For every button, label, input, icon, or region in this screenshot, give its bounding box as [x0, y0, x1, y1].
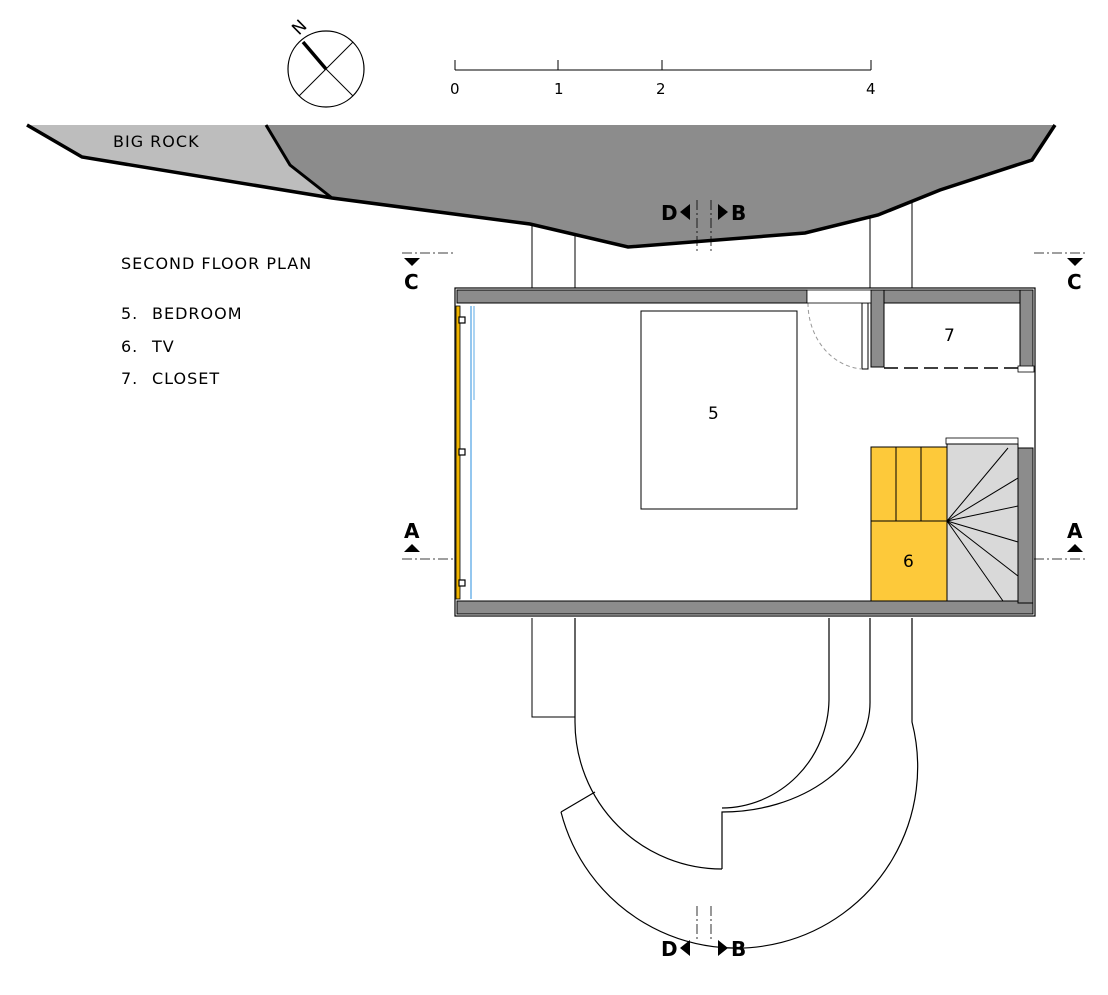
rock-label: BIG ROCK: [113, 132, 200, 151]
ramp-inner-curve: [721, 618, 830, 809]
section-label-d-bottom: D: [661, 937, 678, 961]
stair-wall-right: [1017, 447, 1034, 604]
legend-item-tv: TV: [151, 337, 175, 356]
section-arrow: [718, 940, 728, 956]
north-arrow-crossline: [325, 68, 354, 97]
closet-jamb: [1017, 365, 1035, 373]
scale-label: 0: [450, 80, 460, 98]
ramp-end-line: [560, 791, 596, 813]
bed: [640, 310, 798, 510]
north-arrow: N: [287, 16, 365, 108]
section-label-b-top: B: [731, 201, 746, 225]
north-wall: [456, 289, 808, 304]
curved-ramp: [560, 618, 919, 949]
scale-label: 1: [554, 80, 564, 98]
section-label-d-top: D: [661, 201, 678, 225]
section-arrow: [1067, 544, 1083, 552]
room-label-tv: 6: [903, 552, 914, 572]
section-label-a-right: A: [1067, 519, 1083, 543]
window-hinge: [458, 316, 466, 324]
section-arrow: [680, 204, 690, 220]
legend: 5. BEDROOM 6. TV 7. CLOSET: [121, 304, 243, 388]
section-arrow: [718, 204, 728, 220]
section-markers: D B D B C C A A: [402, 200, 1088, 961]
legend-item-closet: CLOSET: [152, 369, 220, 388]
window-hinge: [458, 579, 466, 587]
section-label-c-right: C: [1067, 270, 1082, 294]
big-rock: BIG ROCK: [26, 123, 1057, 249]
section-arrow: [1067, 258, 1083, 266]
legend-number: 7.: [121, 369, 138, 388]
section-arrow: [404, 544, 420, 552]
room-label-bedroom: 5: [708, 404, 719, 424]
scale-label: 4: [866, 80, 876, 98]
south-wall: [456, 600, 1034, 615]
legend-number: 5.: [121, 304, 138, 323]
tv-unit: [870, 520, 948, 602]
north-arrow-needle: [301, 40, 328, 71]
closet-wall-right: [1019, 289, 1034, 368]
scale-bar: 0 1 2 4: [450, 60, 876, 98]
door-leaf: [861, 302, 869, 370]
closet-wall-top: [870, 289, 1034, 304]
ramp-inner-edge: [574, 618, 723, 870]
rock-divide-line: [264, 124, 333, 200]
room-label-closet: 7: [944, 326, 955, 346]
north-arrow-circle: [287, 30, 365, 108]
spiral-stair: [946, 443, 1019, 602]
window-hinge: [458, 448, 466, 456]
ramp-inner-curve: [721, 618, 871, 869]
section-arrow: [404, 258, 420, 266]
tv-seat: [870, 446, 948, 522]
scale-label: 2: [656, 80, 666, 98]
ramp-outer-edge: [560, 618, 919, 949]
legend-item-bedroom: BEDROOM: [152, 304, 243, 323]
door-sill: [806, 289, 872, 304]
tv-area: 6: [870, 446, 948, 602]
stair-rail: [945, 437, 1019, 445]
rock-light-area: [27, 125, 332, 198]
rock-outline: [26, 123, 1057, 249]
section-label-b-bottom: B: [731, 937, 746, 961]
section-arrow: [680, 940, 690, 956]
plan-title: SECOND FLOOR PLAN: [121, 254, 312, 273]
section-label-c-left: C: [404, 270, 419, 294]
section-label-a-left: A: [404, 519, 420, 543]
west-window: [455, 305, 475, 600]
supports: [531, 200, 913, 718]
rock-dark-area: [266, 125, 1055, 247]
stair-area: [946, 443, 1019, 602]
legend-number: 6.: [121, 337, 138, 356]
closet-wall-left: [870, 289, 885, 368]
